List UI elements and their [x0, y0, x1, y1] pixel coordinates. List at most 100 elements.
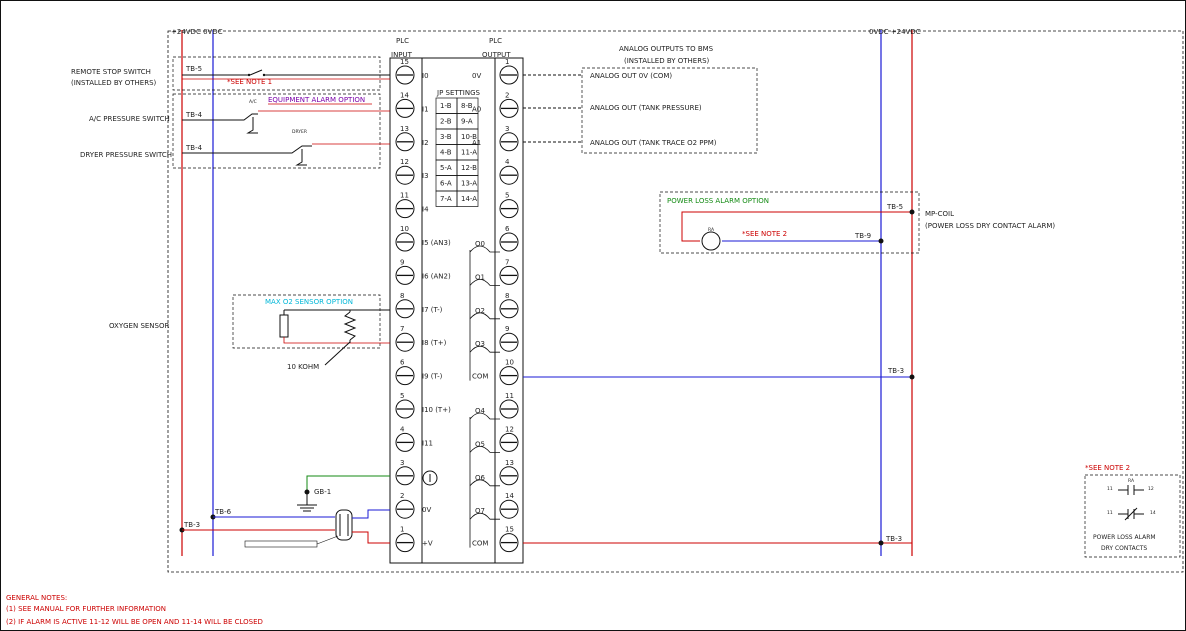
supply-to-plus-v: [352, 531, 390, 544]
note-2-box: [1084, 474, 1181, 558]
note-2-contact-12: 12: [1148, 486, 1154, 492]
potentiometer-leader: [324, 341, 351, 366]
plc-output-block: [494, 57, 524, 564]
output-terminal-number: 14: [505, 492, 514, 500]
output-terminal: 9: [499, 325, 519, 352]
jp-cell-value: 12-B: [461, 164, 477, 172]
jp-settings-title: JP SETTINGS: [436, 89, 481, 97]
plc-input-header-2: INPUT: [391, 51, 413, 59]
output-terminal-number: 11: [505, 392, 514, 400]
tb-3-right-lower-junction: [878, 540, 884, 546]
output-terminal-number: 8: [505, 292, 509, 300]
output-terminal-number: 10: [505, 359, 514, 367]
tb-5-right-label: TB-5: [886, 203, 903, 211]
input-terminal-label: I2: [422, 139, 429, 147]
output-terminal-number: 2: [505, 91, 509, 99]
ac-pressure-label: A/C PRESSURE SWITCH: [89, 115, 170, 123]
input-terminal-label: I8 (T+): [422, 339, 447, 347]
analog-outputs-title-1: ANALOG OUTPUTS TO BMS: [619, 45, 714, 53]
output-terminal-number: 6: [505, 225, 510, 233]
input-terminal-number: 9: [400, 258, 404, 266]
output-terminal-number: 4: [505, 158, 510, 166]
relay-contact: [469, 412, 500, 420]
power-loss-relay-tag: RA: [708, 227, 715, 233]
input-terminal-label: I11: [422, 439, 433, 447]
output-terminal: 3A1: [472, 125, 519, 152]
jp-cell-value: 8-B: [461, 102, 473, 110]
dryer-switch-leg: [295, 149, 307, 166]
jp-cell-value: 1-B: [440, 102, 452, 110]
output-terminal-number: 9: [505, 325, 509, 333]
input-terminal-number: 11: [400, 192, 409, 200]
note-2-caption-1: POWER LOSS ALARM: [1093, 534, 1156, 541]
jp-cell-value: 14-A: [461, 195, 477, 203]
input-terminal-number: 5: [400, 392, 404, 400]
jp-cell-value: 3-B: [440, 133, 452, 141]
jp-cell-value: 11-A: [461, 149, 477, 157]
ac-pressure-switch-symbol: [233, 113, 258, 121]
power-loss-see-note-2: *SEE NOTE 2: [742, 230, 787, 238]
relay-output-label: O3: [475, 340, 485, 348]
output-terminal-label: A0: [472, 105, 481, 113]
see-note-1: *SEE NOTE 1: [227, 78, 272, 86]
output-terminal-number: 15: [505, 526, 514, 534]
tb-9-junction: [878, 238, 884, 244]
no-contact-slash: [1124, 507, 1138, 521]
tb-3-right-lower-label: TB-3: [885, 535, 902, 543]
relay-output-label: O1: [475, 273, 485, 281]
input-terminal-label: I9 (T-): [422, 373, 443, 381]
ohm-label: 10 KOHM: [287, 363, 319, 371]
analog-out-com: ANALOG OUT 0V (COM): [590, 72, 672, 80]
output-terminal-label: A1: [472, 139, 481, 147]
output-terminal-number: 13: [505, 459, 514, 467]
remote-stop-box: [172, 56, 381, 91]
jp-cell-value: 5-A: [440, 164, 452, 172]
output-terminal: 8: [499, 292, 519, 319]
dryer-pressure-label: DRYER PRESSURE SWITCH: [80, 151, 172, 159]
input-terminal: 20V: [395, 492, 431, 519]
input-terminal-label: I4: [422, 206, 429, 214]
input-terminal: 9I6 (AN2): [395, 258, 451, 285]
input-terminal-number: 3: [400, 459, 404, 467]
o2-sensor-bottom-wire: [283, 337, 390, 344]
connector-tag-leader: [316, 535, 339, 545]
plc-output-header-2: OUTPUT: [482, 51, 511, 59]
jp-cell-value: 10-B: [461, 133, 477, 141]
enclosure-boundary: [167, 30, 1184, 573]
note-2-title: *SEE NOTE 2: [1085, 464, 1130, 472]
output-terminal-number: 12: [505, 425, 514, 433]
general-note-2: (2) IF ALARM IS ACTIVE 11-12 WILL BE OPE…: [6, 618, 263, 626]
input-terminal-label: +V: [422, 540, 433, 548]
plc-output-header-1: PLC: [489, 37, 502, 45]
power-loss-positive-wire: [681, 211, 912, 242]
input-terminal-number: 1: [400, 526, 404, 534]
analog-outputs-box: [581, 67, 758, 154]
plc-input-header-1: PLC: [396, 37, 409, 45]
output-terminal-label: COM: [472, 540, 488, 548]
relay-contact: [469, 512, 500, 520]
output-terminal: 4: [499, 158, 519, 185]
mp-coil-desc: (POWER LOSS DRY CONTACT ALARM): [925, 222, 1055, 230]
ac-switch-tag: A/C: [249, 99, 257, 105]
input-terminal-number: 8: [400, 292, 404, 300]
remote-stop-contact-b: [262, 73, 266, 77]
jp-cell-value: 13-A: [461, 180, 477, 188]
note-2-contact-11b: 11: [1107, 510, 1113, 516]
equipment-alarm-box: [172, 93, 381, 169]
input-terminal-label: I1: [422, 105, 429, 113]
power-loss-relay-coil: [701, 231, 721, 251]
supply-to-0v: [352, 509, 390, 519]
tb-9-label: TB-9: [854, 232, 871, 240]
relay-output-label: O5: [475, 440, 485, 448]
output-terminal-label: 0V: [472, 72, 481, 80]
